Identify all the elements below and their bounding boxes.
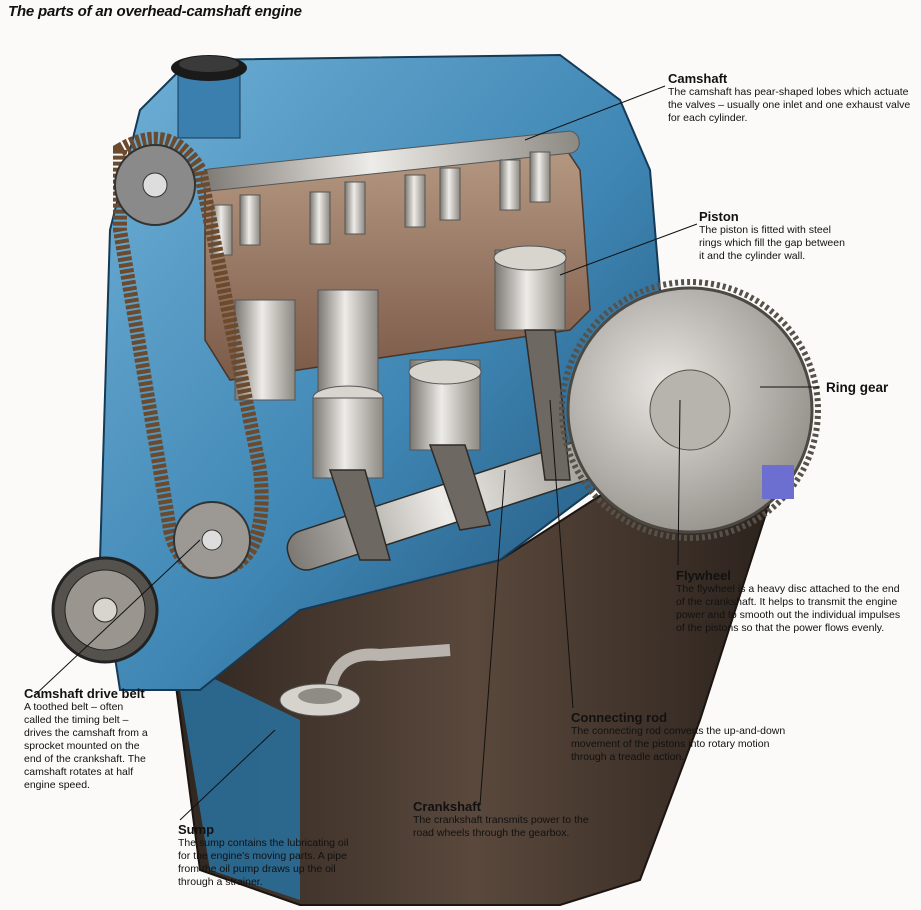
label-camshaft-name: Camshaft: [668, 71, 728, 86]
label-connecting-rod-desc: The connecting rod converts the up-and-d…: [571, 725, 786, 763]
label-camshaft: Camshaft The camshaft has pear-shaped lo…: [668, 71, 913, 125]
leader-sump: [179, 729, 276, 821]
label-sump-desc: The sump contains the lubricating oil fo…: [178, 837, 349, 888]
label-piston-desc: The piston is fitted with steel rings wh…: [699, 224, 845, 262]
leader-flywheel: [677, 399, 681, 566]
leader-lines: [34, 85, 820, 821]
pistons: [234, 245, 567, 479]
label-crankshaft-desc: The crankshaft transmits power to the ro…: [413, 814, 589, 839]
crankshaft-shape: [286, 329, 634, 571]
label-flywheel-name: Flywheel: [676, 568, 731, 583]
label-connecting-rod: Connecting rod The connecting rod conver…: [571, 710, 791, 764]
label-sump: Sump The sump contains the lubricating o…: [178, 822, 358, 889]
label-camshaft-drive-belt-name: Camshaft drive belt: [24, 686, 145, 701]
label-crankshaft: Crankshaft The crankshaft transmits powe…: [413, 799, 593, 840]
page-title: The parts of an overhead-camshaft engine: [8, 3, 302, 20]
oil-pickup: [279, 644, 451, 717]
label-camshaft-drive-belt-desc: A toothed belt – often called the timing…: [24, 701, 148, 791]
leader-piston: [559, 223, 698, 276]
leader-crankshaft: [479, 469, 506, 806]
label-crankshaft-name: Crankshaft: [413, 799, 481, 814]
label-ring-gear: Ring gear: [826, 380, 889, 395]
leader-connecting-rod: [549, 399, 574, 709]
label-connecting-rod-name: Connecting rod: [571, 710, 668, 725]
label-camshaft-drive-belt: Camshaft drive belt A toothed belt – oft…: [24, 686, 152, 792]
crank-pulley: [51, 556, 159, 664]
leader-drive-belt: [34, 539, 201, 696]
label-sump-name: Sump: [178, 822, 215, 837]
label-piston: Piston The piston is fitted with steel r…: [699, 209, 849, 263]
sump-shape: [168, 469, 782, 906]
label-flywheel: Flywheel The flywheel is a heavy disc at…: [676, 568, 908, 635]
label-piston-name: Piston: [699, 209, 739, 224]
leader-camshaft: [524, 85, 666, 141]
timing-belt-shape: [113, 131, 269, 579]
label-camshaft-desc: The camshaft has pear-shaped lobes which…: [668, 86, 911, 124]
valve-springs: [211, 151, 551, 256]
label-flywheel-desc: The flywheel is a heavy disc attached to…: [676, 583, 901, 634]
